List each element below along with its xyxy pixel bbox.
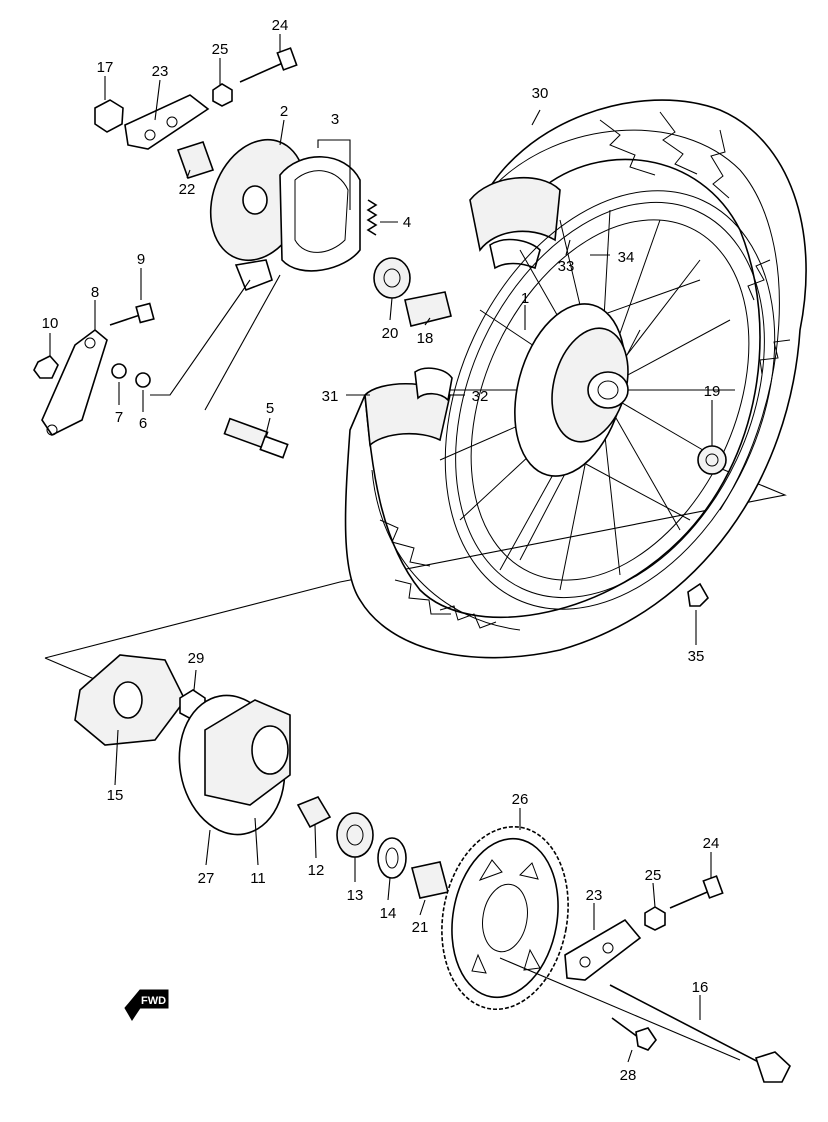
- callout-11: 11: [250, 870, 266, 887]
- spacer-12: [296, 796, 332, 829]
- callout-9: 9: [137, 251, 145, 268]
- nut-25-top: [212, 83, 233, 107]
- callout-27: 27: [198, 870, 215, 887]
- chain-adjuster-bottom: [564, 918, 642, 981]
- callout-24-top: 24: [272, 17, 289, 34]
- callout-1: 1: [521, 290, 529, 307]
- bolt-24-top: [239, 47, 298, 83]
- brake-cam: [223, 417, 289, 459]
- callout-23-top: 23: [152, 63, 169, 80]
- rear-axle: [609, 984, 791, 1083]
- nut-10: [33, 355, 59, 379]
- callout-17: 17: [97, 59, 114, 76]
- callout-22: 22: [179, 181, 196, 198]
- chain-adjuster-top: [124, 94, 210, 150]
- bearing-20: [373, 257, 411, 299]
- oring-6: [135, 372, 151, 388]
- nut-25-bottom: [644, 906, 666, 931]
- callout-6: 6: [139, 415, 147, 432]
- callout-32: 32: [472, 388, 489, 405]
- callout-25-top: 25: [212, 41, 229, 58]
- brake-cam-lever: [41, 328, 108, 437]
- callout-16: 16: [692, 979, 709, 996]
- valve-cap: [687, 582, 709, 607]
- callout-2: 2: [280, 103, 288, 120]
- callout-leaders: [49, 34, 713, 1063]
- callout-34: 34: [618, 249, 635, 266]
- forward-label: FWD: [141, 995, 166, 1007]
- spacer-22: [176, 141, 215, 179]
- forward-arrow-icon: FWD: [124, 989, 169, 1021]
- callout-13: 13: [347, 887, 364, 904]
- callout-7: 7: [115, 409, 123, 426]
- oil-seal-14: [377, 837, 407, 879]
- callout-12: 12: [308, 862, 325, 879]
- callout-28: 28: [620, 1067, 637, 1084]
- callout-24-bottom: 24: [703, 835, 720, 852]
- callout-31: 31: [322, 388, 339, 405]
- spacer-21: [411, 861, 449, 899]
- callout-20: 20: [382, 325, 399, 342]
- callout-10: 10: [42, 315, 59, 332]
- hub-damper: [74, 654, 186, 746]
- spacer-18: [404, 291, 452, 327]
- callout-15: 15: [107, 787, 124, 804]
- brake-shoe: [279, 156, 361, 272]
- callout-5: 5: [266, 400, 274, 417]
- brake-spring: [366, 199, 378, 236]
- inner-tube: [364, 176, 561, 447]
- callout-labels: 1 2 3 4 5 6 7 8 9 10 11 12 13 14 15 16 1…: [42, 17, 721, 1084]
- tire: [344, 99, 807, 659]
- wheel-hub: [514, 303, 629, 477]
- callout-26: 26: [512, 791, 529, 808]
- bolt-9: [109, 302, 155, 326]
- callout-25-bottom: 25: [645, 867, 662, 884]
- callout-33: 33: [558, 258, 575, 275]
- washer-7: [111, 363, 127, 379]
- callout-18: 18: [417, 330, 434, 347]
- callout-30: 30: [532, 85, 549, 102]
- callout-23-bottom: 23: [586, 887, 603, 904]
- callout-21: 21: [412, 919, 429, 936]
- hub-spacer: [697, 445, 727, 475]
- callout-3: 3: [331, 111, 339, 128]
- bolt-24-bottom: [669, 875, 724, 909]
- callout-35: 35: [688, 648, 705, 665]
- callout-4: 4: [403, 214, 411, 231]
- callout-29: 29: [188, 650, 205, 667]
- bearing-13: [336, 812, 374, 858]
- callout-8: 8: [91, 284, 99, 301]
- rear-sprocket: [441, 825, 569, 1011]
- sprocket-mounting-drum: [178, 694, 291, 836]
- nut-17: [94, 99, 124, 133]
- callout-19: 19: [704, 383, 721, 400]
- callout-14: 14: [380, 905, 397, 922]
- bolt-28: [611, 1017, 657, 1051]
